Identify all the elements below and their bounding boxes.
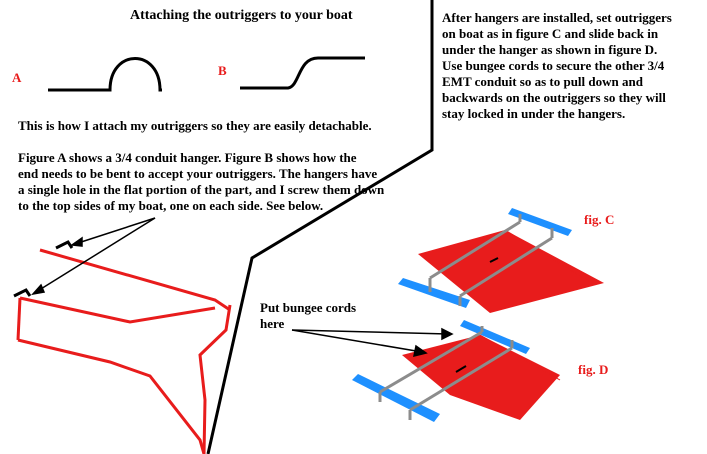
description-line: to the top sides of my boat, one on each… — [18, 198, 324, 213]
outrigger-fig-c — [398, 208, 604, 313]
bungee-label-line: Put bungee cords — [260, 300, 357, 315]
description-line: a single hole in the flat portion of the… — [18, 182, 385, 197]
bungee-label-line: here — [260, 316, 285, 331]
outrigger-fig-d — [352, 320, 561, 422]
hanger-figure-b — [240, 56, 365, 90]
description-line: end needs to be bent to accept your outr… — [18, 166, 378, 181]
instruction-line: Use bungee cords to secure the other 3/4 — [442, 58, 665, 73]
label-figure-b: B — [218, 63, 227, 78]
boat-sketch — [16, 248, 232, 454]
instruction-line: EMT conduit so as to pull down and — [442, 74, 643, 89]
label-figure-a: A — [12, 70, 22, 85]
bungee-label: Put bungee cords here — [260, 300, 356, 332]
label-fig-c: fig. C — [584, 212, 615, 227]
page-title: Attaching the outriggers to your boat — [130, 8, 353, 23]
instruction-line: under the hanger as shown in figure D. — [442, 42, 658, 57]
label-fig-d: fig. D — [578, 362, 609, 377]
description-paragraph: Figure A shows a 3/4 conduit hanger. Fig… — [18, 150, 384, 214]
description-line: Figure A shows a 3/4 conduit hanger. Fig… — [18, 150, 357, 165]
intro-text: This is how I attach my outriggers so th… — [18, 118, 372, 133]
boat-hanger-top — [55, 240, 74, 250]
panel-divider-line — [206, 0, 434, 454]
instruction-line: stay locked in under the hangers. — [442, 106, 626, 121]
hanger-arrows — [30, 217, 156, 296]
instruction-line: on boat as in figure C and slide back in — [442, 26, 659, 41]
instructions-paragraph: After hangers are installed, set outrigg… — [442, 10, 672, 122]
boat-hanger-left — [13, 288, 32, 298]
instruction-line: backwards on the outriggers so they will — [442, 90, 666, 105]
hanger-figure-a — [48, 57, 162, 92]
instruction-line: After hangers are installed, set outrigg… — [442, 10, 672, 25]
bungee-arrows — [291, 327, 454, 358]
